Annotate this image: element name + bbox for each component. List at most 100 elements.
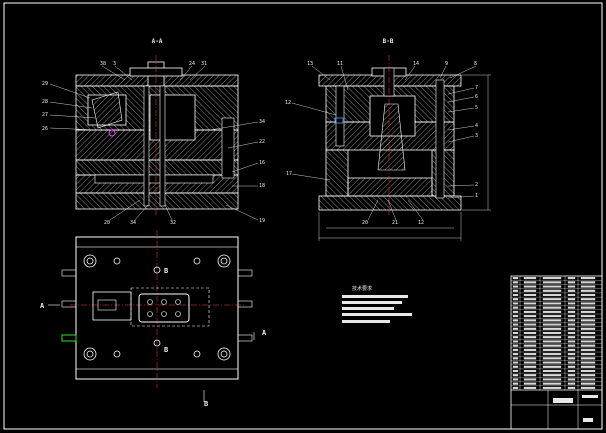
bom-cell-text (523, 277, 537, 280)
bom-cell-text (542, 386, 562, 389)
bom-cell-text (542, 361, 562, 364)
bom-cell-text (512, 348, 519, 351)
bom-cell-text (512, 386, 519, 389)
callout-label: 1 (475, 193, 478, 199)
guide-pillar-1 (143, 85, 150, 207)
bom-cell-text (567, 298, 576, 301)
bom-cell-text (523, 298, 537, 301)
section-view-a: A-A (42, 38, 265, 226)
bom-cell-text (567, 310, 576, 313)
section-mark-a-left: A (40, 302, 45, 310)
callout-label: 18 (259, 183, 265, 189)
bom-cell-text (512, 365, 519, 368)
bom-cell-text (523, 315, 537, 318)
callout-label: 20 (362, 220, 368, 226)
bom-cell-text (542, 323, 562, 326)
ejector-space (94, 174, 214, 184)
title-block (511, 389, 602, 429)
callout-label: 5 (475, 105, 478, 111)
bom-cell-text (512, 382, 519, 385)
bom-cell-text (523, 370, 537, 372)
bom-cell-text (567, 294, 576, 296)
callout-label: 2 (475, 182, 478, 188)
bom-cell-text (567, 386, 576, 389)
technical-notes: 技术要求 (342, 285, 412, 323)
bom-cell-text (542, 370, 562, 372)
bom-cell-text (567, 277, 576, 280)
bom-cell-text (512, 306, 519, 309)
bom-cell-text (542, 327, 562, 330)
bom-cell-text (580, 319, 596, 322)
bottom-clamp-plate-b (318, 195, 462, 211)
bom-cell-text (523, 336, 537, 339)
bom-cell-text (512, 315, 519, 318)
bom-cell-text (512, 281, 519, 284)
bom-cell-text (523, 306, 537, 309)
section-mark-b-bottom: B (164, 346, 168, 354)
accent-mark-blue (334, 117, 344, 124)
bom-cell-text (512, 340, 519, 343)
guide-pillar-b-left (335, 85, 345, 147)
bom-cell-text (523, 382, 537, 385)
bom-cell-text (512, 310, 519, 313)
bom-cell-text (567, 365, 576, 368)
bom-cell-text (523, 302, 537, 305)
guide-pillar-2 (159, 85, 166, 207)
bom-cell-text (580, 289, 596, 292)
bom-cell-text (542, 378, 562, 381)
bom-cell-text (523, 353, 537, 356)
callout-label: 4 (475, 123, 478, 129)
bom-cell-text (580, 298, 596, 301)
bom-cell-text (512, 289, 519, 292)
bom-cell-text (542, 332, 562, 334)
bom-cell-text (523, 340, 537, 343)
bom-cell-text (512, 370, 519, 372)
guide-pillar-b-right (435, 79, 445, 199)
bom-cell-text (580, 374, 596, 377)
callout-label: 32 (170, 220, 176, 226)
view-title-right: B-B (383, 38, 394, 45)
callout-label: 38 (100, 61, 106, 67)
bom-cell-text (512, 353, 519, 356)
bom-cell-text (542, 289, 562, 292)
bom-cell-text (580, 382, 596, 385)
bom-cell-text (523, 332, 537, 334)
bom-cell-text (567, 361, 576, 364)
bom-cell-text (567, 332, 576, 334)
bom-cell-text (523, 285, 537, 288)
callout-label: 3 (113, 61, 116, 67)
bom-cell-text (567, 378, 576, 381)
bom-cell-text (523, 327, 537, 330)
bom-cell-text (580, 348, 596, 351)
bom-cell-text (542, 302, 562, 305)
bom-cell-text (512, 361, 519, 364)
bom-cell-text (580, 332, 596, 334)
bom-cell-text (567, 336, 576, 339)
bom-cell-text (567, 323, 576, 326)
bom-cell-text (542, 365, 562, 368)
bom-cell-text (567, 289, 576, 292)
callout-label: 34 (130, 220, 136, 226)
bom-cell-text (523, 289, 537, 292)
drawing-frame (3, 2, 603, 430)
plan-view: A A B B B (40, 230, 267, 408)
callout-label: 22 (259, 139, 265, 145)
callout-label: 3 (475, 133, 478, 139)
callout-label: 17 (286, 171, 292, 177)
bom-cell-text (567, 353, 576, 356)
bom-cell-text (567, 285, 576, 288)
callout-label: 20 (104, 220, 110, 226)
bom-cell-text (567, 370, 576, 372)
plan-slider-inner (97, 299, 117, 311)
callout-label: 31 (201, 61, 207, 67)
bom-cell-text (580, 365, 596, 368)
bom-cell-text (567, 374, 576, 377)
bom-cell-text (567, 281, 576, 284)
section-mark-a-right: A (262, 329, 267, 337)
bom-cell-text (523, 323, 537, 326)
bom-cell-text (523, 294, 537, 296)
bom-cell-text (542, 348, 562, 351)
bom-cell-text (512, 323, 519, 326)
bom-cell-text (567, 319, 576, 322)
bom-cell-text (542, 281, 562, 284)
